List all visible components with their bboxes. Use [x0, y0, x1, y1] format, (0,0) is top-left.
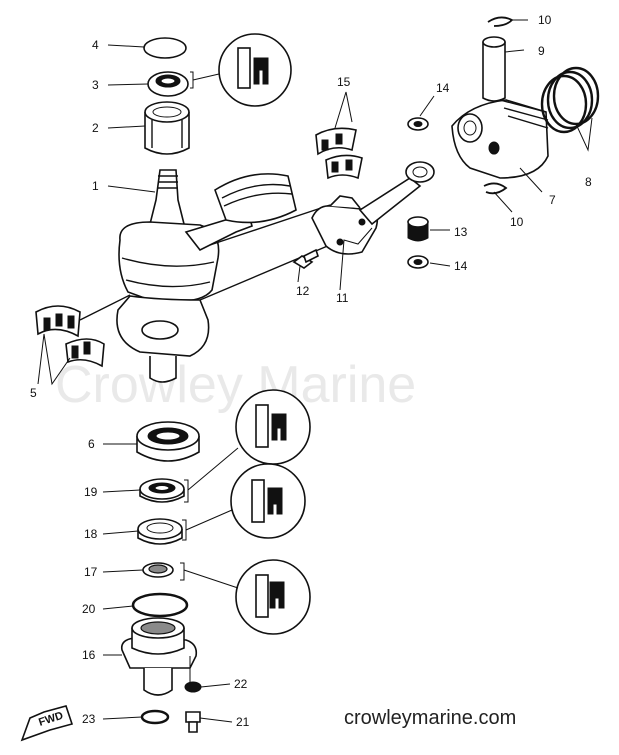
part-clip-10-top — [487, 16, 514, 27]
part-clip-10-bottom — [483, 182, 508, 195]
callout-20: 20 — [82, 602, 96, 616]
part-oil-seal-17 — [142, 562, 185, 581]
part-washer-14-top — [407, 117, 429, 131]
callout-1: 1 — [92, 179, 99, 193]
leader-lines — [37, 19, 593, 723]
callout-10-top: 10 — [538, 13, 552, 27]
part-washer-14-bottom — [407, 255, 429, 269]
seal-detail-bubble-17 — [183, 559, 311, 635]
callout-13: 13 — [454, 225, 468, 239]
callout-17: 17 — [84, 565, 98, 579]
callout-9: 9 — [538, 44, 545, 58]
part-ball-bearing — [136, 421, 200, 462]
part-bearing-housing — [120, 617, 198, 696]
callout-7: 7 — [549, 193, 556, 207]
part-bolt-21 — [185, 711, 201, 733]
part-oil-seal-18 — [137, 518, 187, 545]
part-bearing-halves-left — [35, 305, 105, 368]
callout-23: 23 — [82, 712, 96, 726]
callout-15: 15 — [337, 75, 351, 89]
callout-labels: 4 3 2 1 5 6 19 18 17 20 16 23 22 21 15 1… — [30, 13, 592, 729]
callout-12: 12 — [296, 284, 310, 298]
callout-18: 18 — [84, 527, 98, 541]
seal-detail-bubble-19 — [187, 389, 311, 491]
part-cap — [143, 37, 187, 59]
watermark: Crowley Marine — [55, 356, 416, 414]
callout-8: 8 — [585, 175, 592, 189]
part-piston — [451, 99, 549, 179]
part-oil-seal-19 — [139, 478, 189, 503]
part-needle-bearing-13 — [407, 216, 429, 242]
part-o-ring-20 — [131, 592, 189, 618]
seal-detail-bubble-18 — [185, 463, 306, 539]
site-url: crowleymarine.com — [344, 707, 516, 729]
callout-4: 4 — [92, 38, 99, 52]
part-o-ring-23 — [140, 709, 170, 725]
part-washer-22 — [184, 681, 202, 693]
part-bolt-12 — [292, 248, 319, 269]
callout-19: 19 — [84, 485, 98, 499]
callout-14-bottom: 14 — [454, 259, 468, 273]
part-oil-seal-top — [147, 71, 189, 97]
callout-10-bottom: 10 — [510, 215, 524, 229]
part-bearing-cage — [315, 127, 363, 180]
callout-2: 2 — [92, 121, 99, 135]
part-needle-bearing-top — [144, 101, 190, 155]
callout-21: 21 — [236, 715, 250, 729]
seal-detail-bubble-top — [190, 33, 292, 107]
callout-5: 5 — [30, 386, 37, 400]
callout-16: 16 — [82, 648, 96, 662]
callout-6: 6 — [88, 437, 95, 451]
part-connecting-rod — [311, 161, 435, 255]
forward-arrow-icon: FWD — [20, 705, 74, 742]
callout-22: 22 — [234, 677, 248, 691]
part-crankshaft — [116, 169, 297, 383]
callout-3: 3 — [92, 78, 99, 92]
callout-11: 11 — [336, 291, 349, 305]
part-piston-pin — [482, 36, 506, 102]
callout-14-top: 14 — [436, 81, 450, 95]
part-piston-rings — [540, 66, 600, 134]
